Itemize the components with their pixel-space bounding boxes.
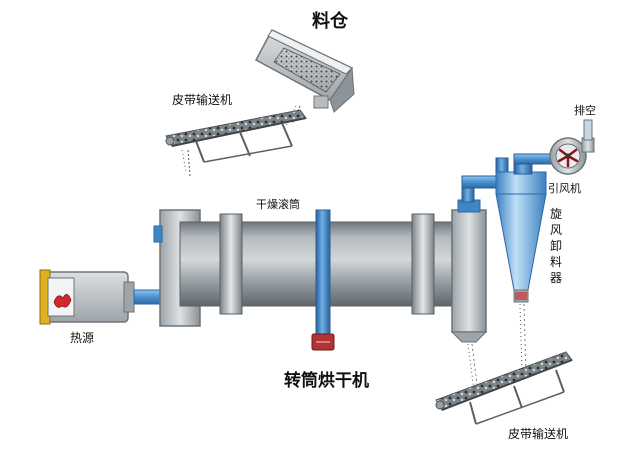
heat-source — [39, 269, 165, 325]
label-conveyor-top: 皮带输送机 — [172, 92, 232, 107]
label-cyclone-1: 旋 — [550, 207, 562, 221]
label-title: 转筒烘干机 — [284, 370, 369, 391]
label-silo: 料仓 — [312, 10, 349, 32]
conveyor-top — [165, 109, 307, 177]
induced-fan — [549, 119, 595, 175]
label-cyclone-4: 料 — [550, 255, 562, 269]
label-cyclone-3: 卸 — [550, 238, 562, 253]
label-heat-source: 热源 — [70, 331, 94, 345]
label-conveyor-bottom: 皮带输送机 — [508, 426, 568, 441]
label-cyclone-2: 风 — [550, 223, 562, 237]
silo-hopper — [254, 29, 355, 127]
cyclone-separator — [495, 153, 555, 303]
conveyor-bottom — [435, 351, 573, 425]
label-exhaust: 排空 — [574, 103, 596, 117]
drying-drum — [153, 199, 488, 351]
label-cyclone-5: 器 — [550, 271, 562, 285]
falling-material — [467, 303, 527, 393]
label-drum: 干燥滚筒 — [256, 197, 300, 211]
label-fan: 引风机 — [548, 181, 581, 195]
